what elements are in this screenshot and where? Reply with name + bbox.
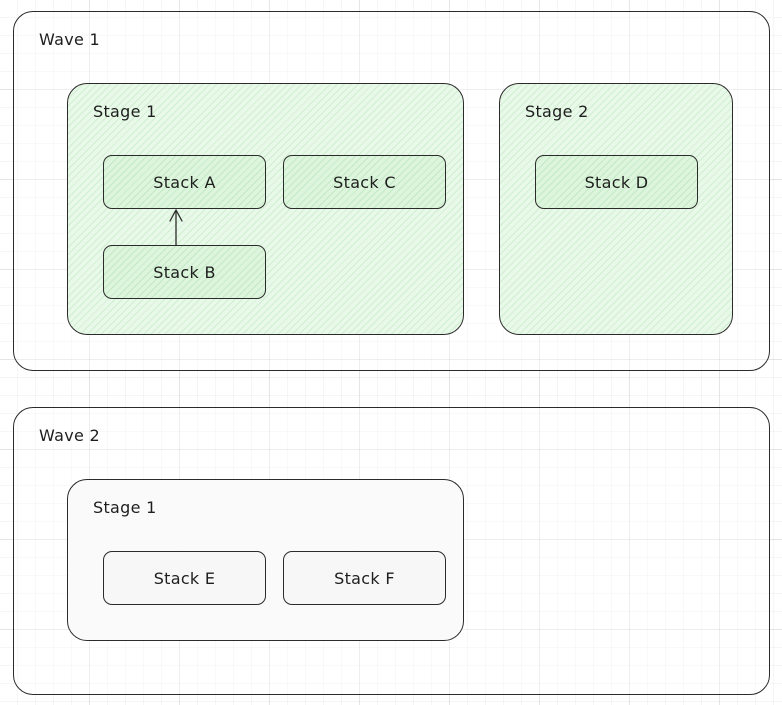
wave-2-label: Wave 2	[39, 426, 100, 445]
stack-a-node[interactable]: Stack A	[103, 155, 266, 209]
wave-1-stage-2-container	[499, 83, 733, 335]
stack-e-node[interactable]: Stack E	[103, 551, 266, 605]
stack-f-node[interactable]: Stack F	[283, 551, 446, 605]
wave-1-stage-1-label: Stage 1	[93, 102, 157, 121]
wave-2-stage-1-label: Stage 1	[93, 498, 157, 517]
stack-d-node[interactable]: Stack D	[535, 155, 698, 209]
wave-1-stage-2-label: Stage 2	[525, 102, 589, 121]
stack-c-node[interactable]: Stack C	[283, 155, 446, 209]
wave-1-label: Wave 1	[39, 30, 100, 49]
stack-b-node[interactable]: Stack B	[103, 245, 266, 299]
